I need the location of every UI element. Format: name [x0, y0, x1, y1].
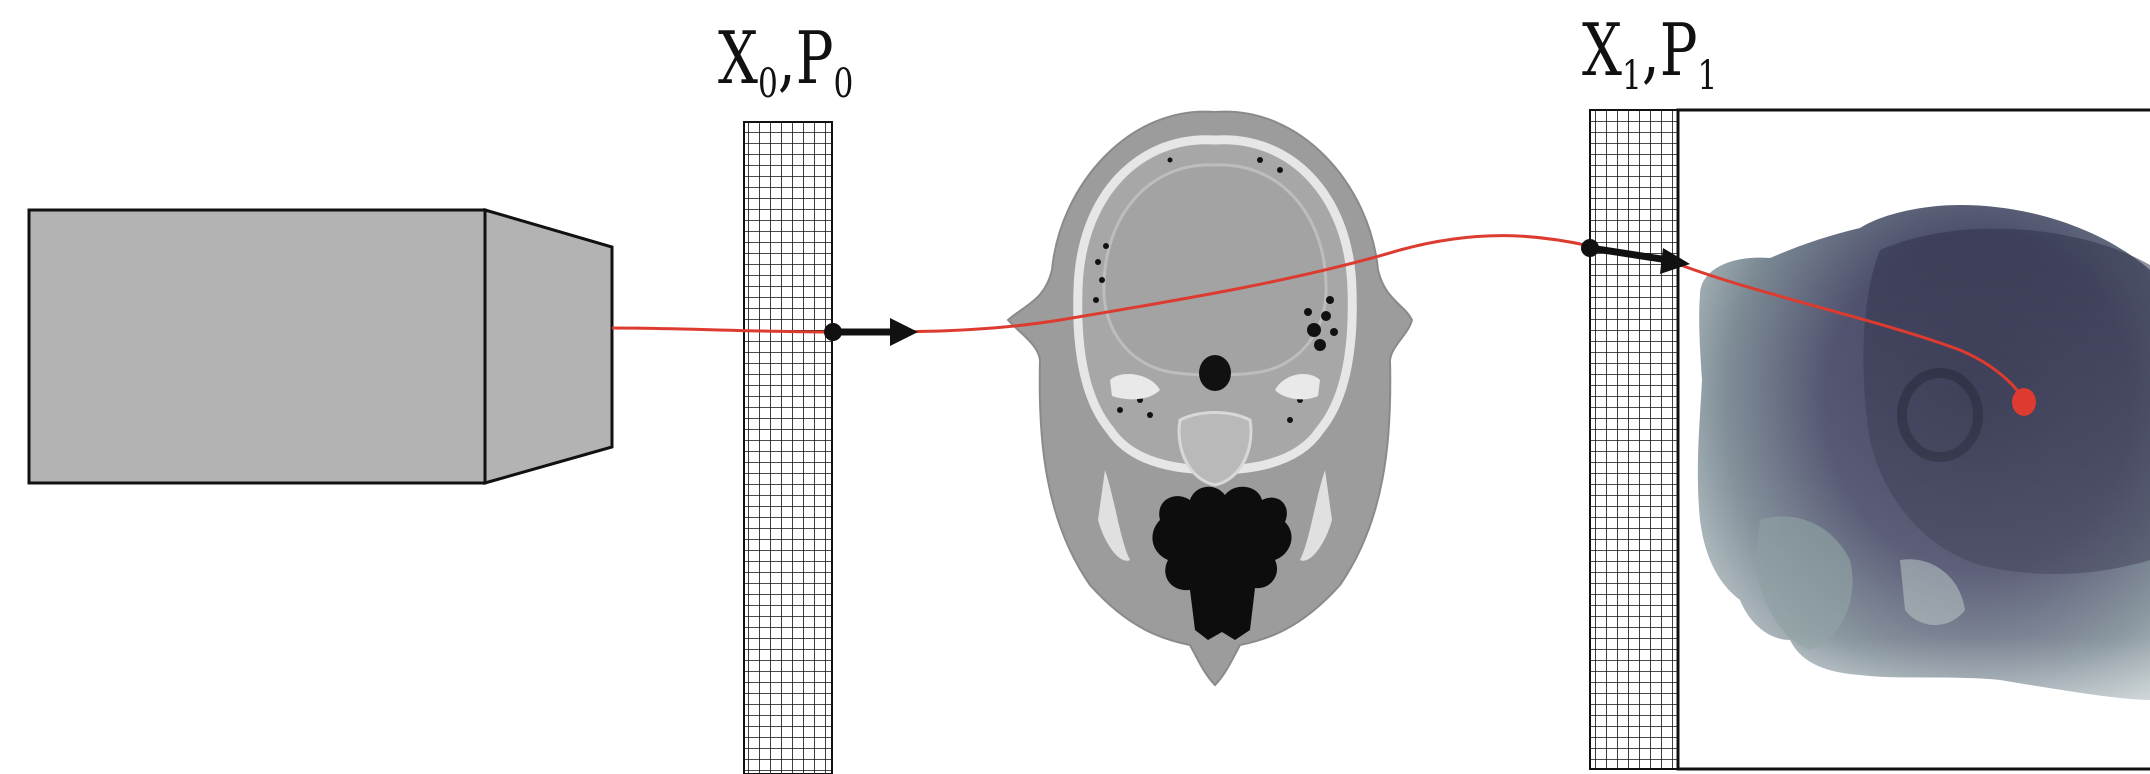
- proton-endpoint-marker: [2012, 388, 2036, 416]
- xray-source-icon: [29, 210, 612, 483]
- plane-1-label-text: X1,P1: [1582, 14, 1717, 86]
- plane-0-label-text: X0,P0: [718, 22, 853, 94]
- head-ct-slice-icon: [1008, 112, 1412, 685]
- plane-0-label: X0,P0: [718, 22, 892, 94]
- plane-1-label: X1,P1: [1582, 14, 1756, 86]
- direction-vector-0: [824, 318, 918, 346]
- radiograph-projection-icon: [1678, 110, 2150, 769]
- detector-plane-0: [744, 122, 832, 774]
- detector-plane-1: [1590, 110, 1678, 769]
